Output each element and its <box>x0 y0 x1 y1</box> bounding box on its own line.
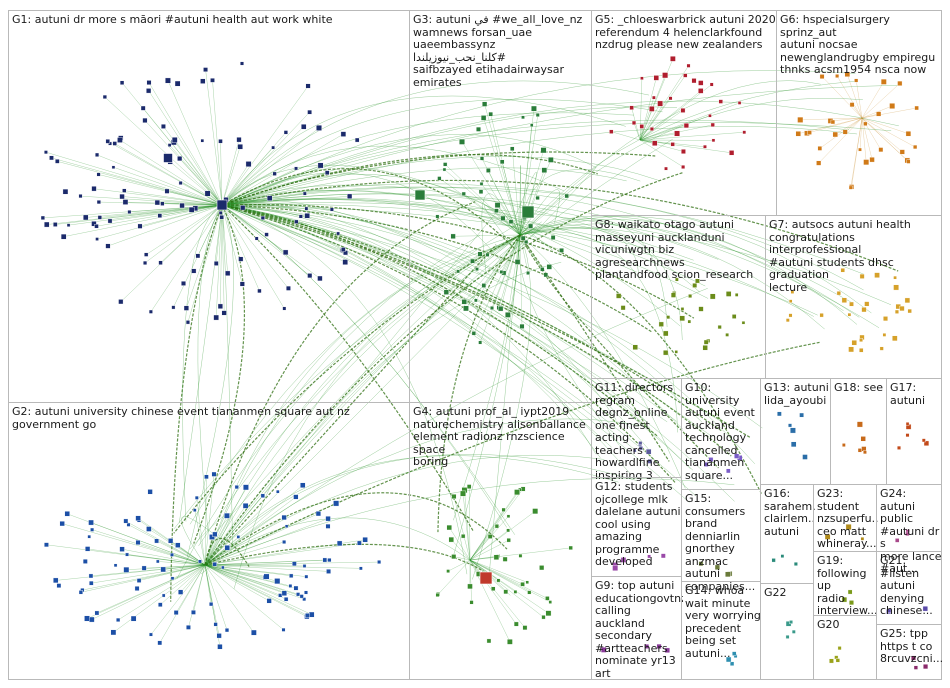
group-panel-g24: G24: autuni public #autuni dr s more lan… <box>876 484 942 552</box>
group-label-g8: G8: waikato otago autuni masseyuni auckl… <box>595 219 766 282</box>
group-panel-g16: G16: sarahem... clairlem... autuni <box>760 484 814 584</box>
group-label-g4: G4: autuni prof_al_ iypt2019 naturechemi… <box>413 406 591 469</box>
group-label-g16: G16: sarahem... clairlem... autuni <box>764 488 816 538</box>
group-label-g18: G18: see <box>834 382 888 395</box>
group-label-g7: G7: autsocs autuni health congratulation… <box>769 219 942 294</box>
group-panel-g15: G15: consumers brand denniarlin gnorthey… <box>681 489 761 582</box>
group-panel-g20: G20 <box>813 615 877 680</box>
group-label-g11: G11: directors regram degnz_online one f… <box>595 382 683 482</box>
group-panel-g11: G11: directors regram degnz_online one f… <box>591 378 682 478</box>
group-panel-g21: G21: #listen autuni denying chinese... <box>876 551 942 625</box>
group-label-g10: G10: university autuni event auckland te… <box>685 382 762 482</box>
group-panel-g2: G2: autuni university chinese event tian… <box>8 402 410 680</box>
group-label-g1: G1: autuni dr more s māori #autuni healt… <box>12 14 410 27</box>
group-panel-g19: G19: following up radio interview... <box>813 551 877 616</box>
group-label-g19: G19: following up radio interview... <box>817 555 878 618</box>
group-panel-g6: G6: hspecialsurgery sprinz_aut autuni no… <box>776 10 942 216</box>
group-label-g23: G23: student nzsuperfu... ceo matt whine… <box>817 488 878 551</box>
group-label-g14: G14: whoa wait minute very worrying prec… <box>685 585 762 660</box>
group-panel-g1: G1: autuni dr more s māori #autuni healt… <box>8 10 410 403</box>
group-panel-g3: G3: autuni في #we_all_love_nz wamnews fo… <box>409 10 592 403</box>
group-panel-g17: G17: autuni <box>886 378 942 485</box>
group-label-g22: G22 <box>764 587 816 600</box>
group-label-g13: G13: autuni lida_ayoubi <box>764 382 832 407</box>
group-label-g5: G5: _chloeswarbrick autuni 2020 referend… <box>595 14 777 52</box>
group-panel-g23: G23: student nzsuperfu... ceo matt whine… <box>813 484 877 552</box>
group-panel-g14: G14: whoa wait minute very worrying prec… <box>681 581 761 680</box>
group-panel-g8: G8: waikato otago autuni masseyuni auckl… <box>591 215 766 379</box>
group-panel-g4: G4: autuni prof_al_ iypt2019 naturechemi… <box>409 402 592 680</box>
group-panel-g12: G12: students ojcollege mlk dalelane aut… <box>591 477 682 577</box>
group-label-g17: G17: autuni <box>890 382 943 407</box>
group-panel-g18: G18: see <box>830 378 887 485</box>
group-label-g21: G21: #listen autuni denying chinese... <box>880 555 943 618</box>
group-label-g20: G20 <box>817 619 878 632</box>
group-label-g2: G2: autuni university chinese event tian… <box>12 406 410 431</box>
group-panel-g10: G10: university autuni event auckland te… <box>681 378 761 490</box>
group-label-g3: G3: autuni في #we_all_love_nz wamnews fo… <box>413 14 591 89</box>
group-panel-g13: G13: autuni lida_ayoubi <box>760 378 831 485</box>
group-panel-g7: G7: autsocs autuni health congratulation… <box>765 215 942 379</box>
group-panel-g22: G22 <box>760 583 814 680</box>
group-label-g12: G12: students ojcollege mlk dalelane aut… <box>595 481 683 569</box>
group-label-g15: G15: consumers brand denniarlin gnorthey… <box>685 493 762 593</box>
group-label-g25: G25: tpp https t co 8rcuvzcni... <box>880 628 943 666</box>
group-label-g6: G6: hspecialsurgery sprinz_aut autuni no… <box>780 14 942 77</box>
group-label-g9: G9: top autuni educationgovtnz calling a… <box>595 580 683 680</box>
group-panel-g9: G9: top autuni educationgovtnz calling a… <box>591 576 682 680</box>
group-panel-g5: G5: _chloeswarbrick autuni 2020 referend… <box>591 10 777 216</box>
group-panel-g25: G25: tpp https t co 8rcuvzcni... <box>876 624 942 680</box>
